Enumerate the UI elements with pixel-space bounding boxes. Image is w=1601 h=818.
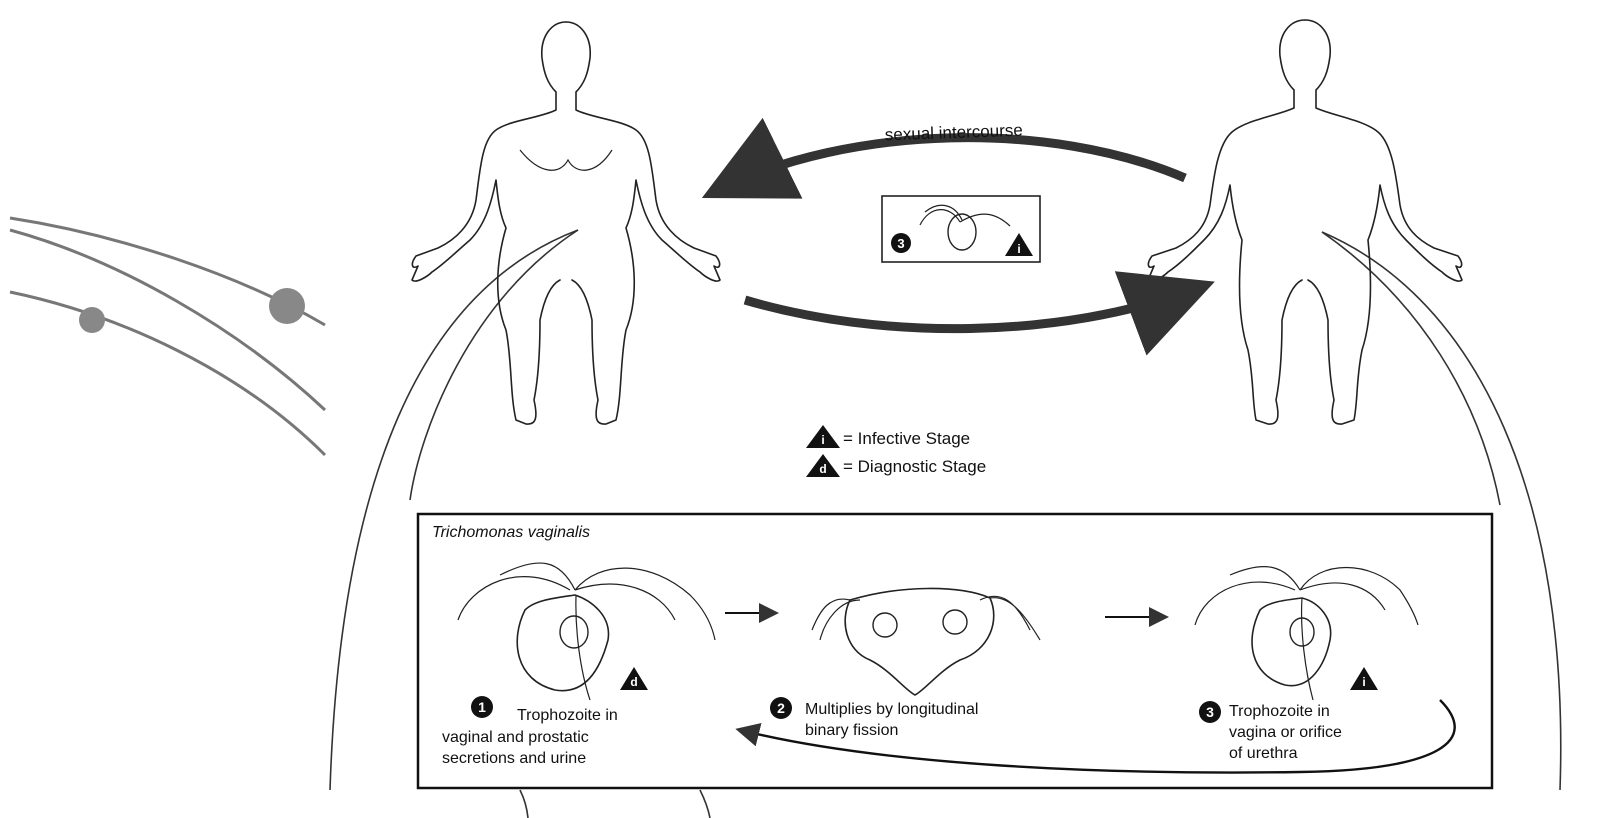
stage-1-badge: d — [630, 675, 637, 689]
diagnostic-legend-badge: d — [819, 462, 826, 476]
arrow-to-left — [718, 138, 1185, 190]
decorative-dot-small — [79, 307, 105, 333]
center-stage-badge: i — [1017, 242, 1020, 256]
center-infective-box: 3 i — [882, 196, 1040, 262]
diagnostic-legend-text: = Diagnostic Stage — [843, 457, 986, 476]
decorative-dot-large — [269, 288, 305, 324]
stage-1-line-2: vaginal and prostatic — [442, 729, 589, 746]
stage-3-line-1: Trophozoite in — [1229, 703, 1330, 720]
legend: i = Infective Stage d = Diagnostic Stage — [806, 425, 986, 477]
stage-3-badge: i — [1362, 675, 1365, 689]
male-figure — [1148, 20, 1462, 424]
stage-3-number: 3 — [1206, 704, 1214, 720]
lifecycle-box: Trichomonas vaginalis d i — [418, 514, 1492, 788]
stage-1-line-3: secretions and urine — [442, 750, 586, 767]
stage-1-number: 1 — [478, 699, 486, 715]
stage-1-line-1: Trophozoite in — [517, 707, 618, 724]
stage-3-line-2: vagina or orifice — [1229, 724, 1342, 741]
organism-title: Trichomonas vaginalis — [432, 524, 590, 541]
stage-2-number: 2 — [777, 700, 785, 716]
infective-legend-badge: i — [821, 433, 824, 447]
stage-3-line-3: of urethra — [1229, 745, 1298, 762]
infective-legend-text: = Infective Stage — [843, 429, 970, 448]
decorative-curves — [10, 218, 325, 455]
stage-2-line-2: binary fission — [805, 722, 898, 739]
arrow-to-right — [745, 288, 1198, 329]
stage-2-line-1: Multiplies by longitudinal — [805, 701, 978, 718]
center-stage-number: 3 — [897, 236, 904, 251]
